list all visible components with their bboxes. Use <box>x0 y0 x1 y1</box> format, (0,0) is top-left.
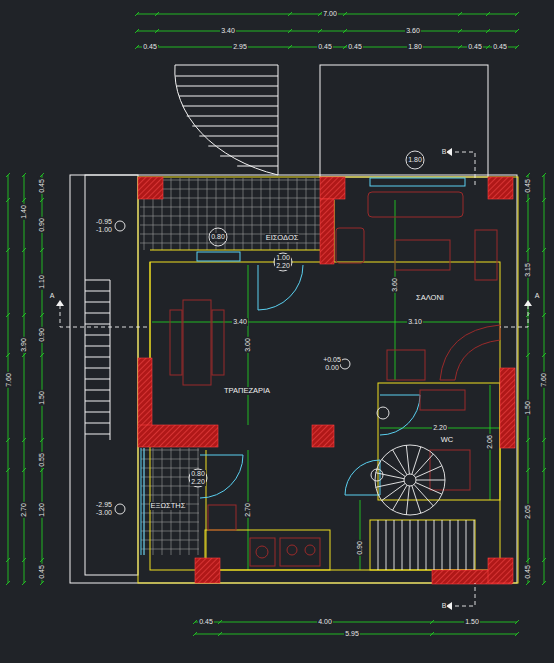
plan-label: 3.15 <box>524 262 532 278</box>
plan-label: 0.45 <box>38 564 46 580</box>
plan-label: 2.70 <box>20 502 28 518</box>
room-name: ΣΑΛΟΝΙ <box>415 294 445 302</box>
plan-label: -1.00 <box>95 226 113 234</box>
plan-label: 1.10 <box>38 274 46 290</box>
plan-label: 5.95 <box>344 630 360 638</box>
plan-label: 0.45 <box>142 43 158 51</box>
plan-label: 0.45 <box>317 43 333 51</box>
plan-label: 0.45 <box>524 178 532 194</box>
plan-label: 1.80 <box>407 43 423 51</box>
plan-label: 2.05 <box>524 504 532 520</box>
plan-label: 0.45 <box>492 43 508 51</box>
plan-label: 2.20 <box>275 262 291 270</box>
plan-label: 3.10 <box>407 318 423 326</box>
plan-label: 0.45 <box>38 178 46 194</box>
plan-label: -3.00 <box>95 509 113 517</box>
plan-label: 0.00 <box>324 364 340 372</box>
plan-label: 4.00 <box>317 618 333 626</box>
plan-label: 1.40 <box>20 204 28 220</box>
plan-label: B <box>441 148 448 156</box>
plan-label: 2.20 <box>432 424 448 432</box>
plan-label: 7.60 <box>5 372 13 388</box>
plan-label: 2.95 <box>232 43 248 51</box>
plan-label: 0.90 <box>38 217 46 233</box>
plan-label: -2.95 <box>95 501 113 509</box>
room-name: WC <box>440 436 455 444</box>
plan-label: 0.45 <box>198 618 214 626</box>
room-name: ΕΙΣΟΔΟΣ <box>265 234 300 242</box>
plan-label: 3.00 <box>244 337 252 353</box>
plan-label: 0.45 <box>524 564 532 580</box>
plan-label: B <box>441 602 448 610</box>
plan-label: 3.40 <box>232 318 248 326</box>
plan-label: 0.80 <box>190 470 206 478</box>
plan-label: +0.05 <box>322 356 342 364</box>
plan-label: 0.90 <box>356 540 364 556</box>
plan-label: 1.80 <box>407 156 423 164</box>
plan-label: 3.90 <box>20 337 28 353</box>
plan-label: 1.50 <box>38 390 46 406</box>
plan-label: 1.50 <box>524 400 532 416</box>
plan-label: 2.70 <box>244 502 252 518</box>
plan-label: 0.55 <box>38 452 46 468</box>
plan-label: 0.45 <box>347 43 363 51</box>
plan-label: 2.06 <box>486 434 494 450</box>
plan-label: 3.40 <box>220 27 236 35</box>
plan-label: 3.60 <box>405 27 421 35</box>
plan-label: -0.95 <box>95 218 113 226</box>
plan-label: A <box>534 292 541 300</box>
plan-label: 2.20 <box>190 478 206 486</box>
plan-label: 7.00 <box>322 10 338 18</box>
plan-label: 1.00 <box>275 254 291 262</box>
plan-label: 7.60 <box>540 372 548 388</box>
room-name: ΤΡΑΠΕΖΑΡΙΑ <box>223 387 271 395</box>
room-name: ΕΞΩΣΤΗΣ <box>150 502 187 510</box>
plan-label: A <box>49 292 56 300</box>
plan-label: 1.20 <box>38 502 46 518</box>
plan-label: 0.80 <box>210 233 226 241</box>
plan-label: 0.45 <box>467 43 483 51</box>
plan-label: 1.50 <box>464 618 480 626</box>
plan-label: 0.90 <box>38 327 46 343</box>
plan-label: 3.60 <box>391 277 399 293</box>
